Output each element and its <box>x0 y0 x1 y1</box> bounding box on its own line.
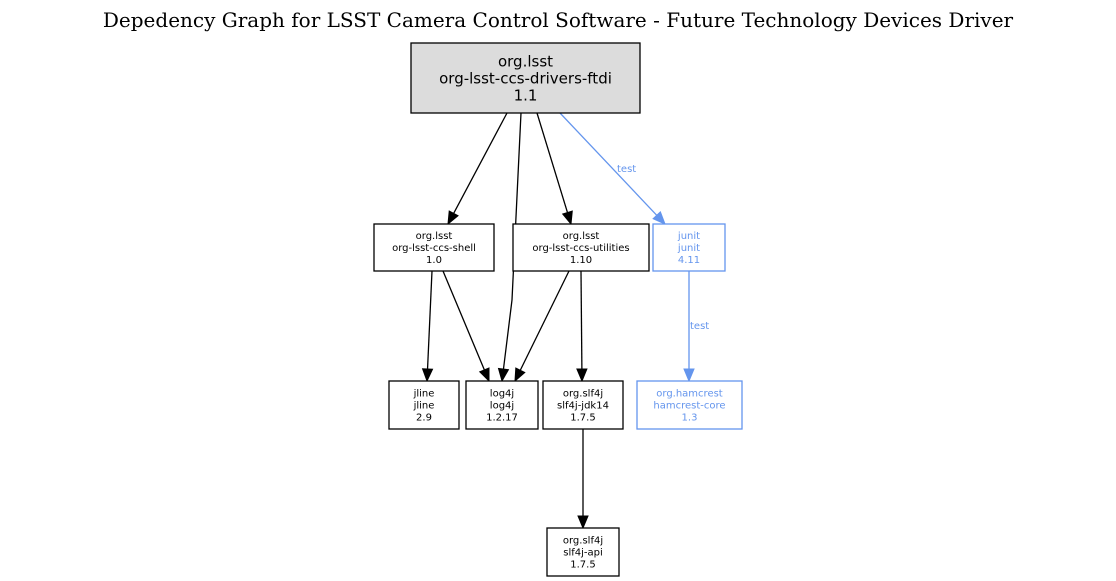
edge-line <box>580 270 583 370</box>
node-version: 1.1 <box>514 86 538 104</box>
node-version: 1.3 <box>682 413 698 424</box>
node-artifact: slf4j-api <box>563 548 603 559</box>
node-box <box>388 380 460 430</box>
arrowhead-icon <box>447 210 459 226</box>
node-group: org.lsst <box>416 231 453 242</box>
node-group: org.slf4j <box>563 389 603 400</box>
edge-line <box>559 112 658 216</box>
node-artifact: hamcrest-core <box>653 401 725 412</box>
node-group: log4j <box>490 389 514 400</box>
arrowhead-icon <box>497 367 510 383</box>
node-artifact: org-lsst-ccs-drivers-ftdi <box>439 69 612 87</box>
arrowhead-icon <box>652 210 666 225</box>
node-box <box>542 380 624 430</box>
arrowhead-icon <box>561 210 573 226</box>
arrowhead-icon <box>683 368 695 383</box>
node-box <box>652 223 726 272</box>
edge-shell-to-jline <box>421 270 434 383</box>
edges-layer: test test <box>421 112 709 530</box>
node-group: junit <box>677 231 700 242</box>
edge-label: test <box>690 321 709 332</box>
node-artifact: org-lsst-ccs-shell <box>392 243 476 254</box>
node-version: 1.2.17 <box>486 413 518 424</box>
node-group: jline <box>413 389 435 400</box>
graph-title: Depedency Graph for LSST Camera Control … <box>102 8 1014 32</box>
node-artifact: org-lsst-ccs-utilities <box>532 243 629 254</box>
edge-line <box>519 270 570 371</box>
arrowhead-icon <box>478 367 490 383</box>
nodes-layer: org.lsstorg-lsst-ccs-drivers-ftdi1.1org.… <box>373 42 743 577</box>
node-box <box>512 223 650 272</box>
arrowhead-icon <box>421 368 434 383</box>
node-box <box>410 42 641 114</box>
node-group: org.lsst <box>498 52 553 70</box>
node-version: 4.11 <box>678 255 700 266</box>
node-version: 1.10 <box>570 255 592 266</box>
edge-utilities-to-log4j <box>514 270 570 383</box>
node-group: org.lsst <box>563 231 600 242</box>
node-artifact: log4j <box>490 401 514 412</box>
arrowhead-icon <box>577 515 589 530</box>
node-group: org.slf4j <box>563 536 603 547</box>
edge-line <box>502 112 522 370</box>
node-version: 2.9 <box>416 413 432 424</box>
edge-slf4j-jdk14-to-slf4j-api <box>577 429 589 530</box>
node-box <box>636 380 743 430</box>
edge-line <box>536 112 569 213</box>
edge-line <box>442 270 485 371</box>
node-version: 1.7.5 <box>570 560 595 571</box>
node-box <box>546 527 620 577</box>
node-artifact: junit <box>677 243 700 254</box>
node-group: org.hamcrest <box>656 389 723 400</box>
node-box <box>373 223 495 272</box>
edge-utilities-to-slf4j-jdk14 <box>576 270 588 383</box>
edge-ftdi-to-log4j <box>497 112 522 383</box>
edge-shell-to-log4j <box>442 270 490 383</box>
edge-ftdi-to-utilities <box>536 112 573 226</box>
node-version: 1.7.5 <box>570 413 595 424</box>
arrowhead-icon <box>576 368 588 383</box>
node-artifact: slf4j-jdk14 <box>557 401 609 412</box>
edge-label: test <box>617 164 636 175</box>
node-version: 1.0 <box>426 255 442 266</box>
node-artifact: jline <box>413 401 435 412</box>
edge-line <box>453 112 508 214</box>
edge-junit-to-hamcrest: test <box>683 271 709 383</box>
arrowhead-icon <box>514 367 526 383</box>
node-box <box>465 380 539 430</box>
edge-ftdi-to-shell <box>447 112 508 226</box>
edge-ftdi-to-junit: test <box>559 112 666 225</box>
edge-line <box>426 270 433 370</box>
